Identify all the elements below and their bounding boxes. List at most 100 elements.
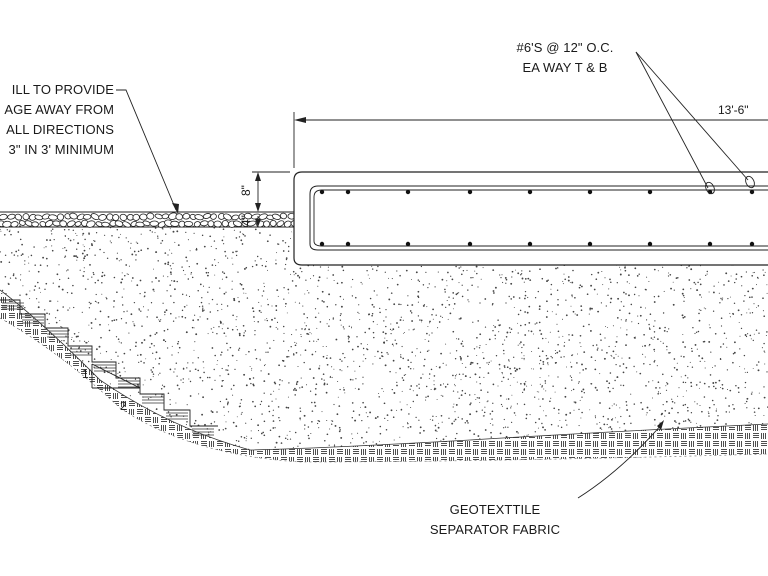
stipple-dot [727,297,729,300]
stipple-dot [699,360,701,362]
stipple-dot [254,334,256,336]
stipple-dot [461,418,463,420]
stipple-dot [323,383,326,386]
stipple-dot [50,300,52,302]
stipple-dot [476,397,478,399]
stipple-dot [172,230,175,233]
stipple-dot [245,266,248,269]
stipple-dot [601,270,603,273]
stipple-dot [357,388,360,391]
stipple-dot [538,418,541,420]
stipple-dot [120,342,122,344]
stipple-dot [752,339,754,342]
stipple-dot [645,288,647,291]
stipple-dot [430,368,433,371]
stipple-dot [164,340,167,343]
geotextile-note-leader [577,423,663,499]
stipple-dot [479,383,481,385]
stipple-dot [558,408,560,411]
stipple-dot [544,382,547,384]
stipple-dot [621,357,623,359]
stipple-dot [467,289,469,291]
stipple-dot [118,362,120,364]
stipple-dot [657,392,660,395]
stipple-dot [282,239,284,242]
stipple-dot [223,406,225,408]
stipple-dot [608,382,611,385]
stipple-dot [217,360,219,362]
stipple-dot [374,417,377,420]
stipple-dot [762,297,764,300]
stipple-dot [622,363,625,365]
stipple-dot [140,249,143,252]
stipple-dot [682,316,685,319]
stipple-dot [65,270,68,272]
stipple-dot [653,268,656,271]
stipple-dot [588,313,590,315]
stipple-dot [411,351,413,353]
stipple-dot [436,399,438,400]
stipple-dot [82,259,84,261]
stipple-dot [690,385,693,388]
stipple-dot [462,373,464,375]
stipple-dot [440,315,442,317]
stipple-dot [525,381,527,383]
stipple-dot [547,279,549,281]
stipple-dot [143,362,145,364]
stipple-dot [172,320,175,322]
stipple-dot [94,254,96,256]
stipple-dot [72,229,75,231]
gravel-rock [2,220,12,228]
stipple-dot [59,320,61,322]
stipple-dot [577,382,580,384]
stipple-dot [432,415,434,418]
stipple-dot [318,427,320,429]
stipple-dot [137,385,139,387]
stipple-dot [260,305,262,307]
stipple-dot [257,442,259,444]
stipple-dot [648,327,651,329]
stipple-dot [521,357,523,359]
stipple-dot [350,286,352,288]
stipple-dot [155,351,158,354]
stipple-dot [600,302,603,304]
stipple-dot [563,356,565,358]
stipple-dot [120,259,122,261]
stipple-dot [301,386,304,388]
stipple-dot [513,377,515,378]
stipple-dot [581,411,583,414]
stipple-dot [505,336,508,338]
stipple-dot [328,319,331,321]
stipple-dot [752,367,754,369]
stipple-dot [539,367,542,370]
stipple-dot [161,384,164,386]
stipple-dot [118,371,121,374]
stipple-dot [390,332,392,335]
stipple-dot [224,255,227,257]
stipple-dot [304,349,307,352]
stipple-dot [155,277,157,279]
stipple-dot [77,335,79,338]
stipple-dot [550,397,552,399]
stipple-dot [165,309,168,312]
stipple-dot [139,279,142,282]
stipple-dot [642,345,644,347]
stipple-dot [389,328,392,331]
stipple-dot [624,269,627,272]
stipple-dot [362,401,364,404]
stipple-dot [624,266,626,269]
stipple-dot [544,429,546,431]
stipple-dot [606,423,608,426]
stipple-dot [446,299,448,302]
stipple-dot [70,347,72,349]
stipple-dot [201,297,203,299]
stipple-dot [175,317,177,319]
stipple-dot [410,406,412,409]
stipple-dot [348,325,350,327]
stipple-dot [765,334,767,337]
stipple-dot [680,376,682,378]
gravel-rock [10,221,19,228]
stipple-dot [396,381,398,384]
stipple-dot [360,406,362,408]
stipple-dot [371,265,373,267]
